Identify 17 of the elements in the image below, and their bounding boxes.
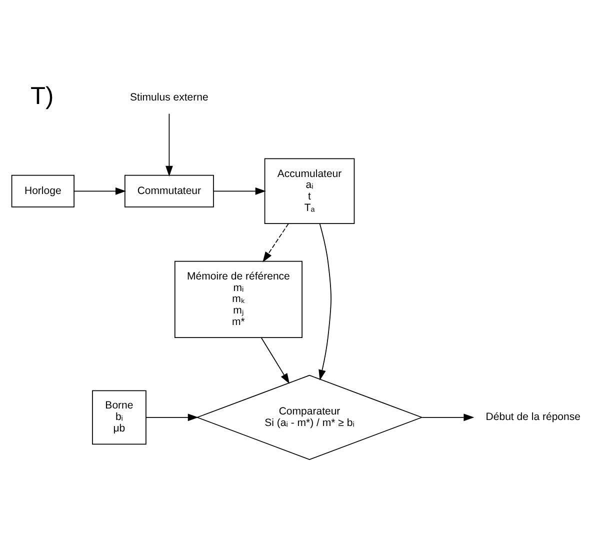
node-diamond: Comparateur Si (aᵢ - m*) / m* ≥ bᵢ: [196, 374, 424, 460]
arrow: [146, 413, 198, 421]
arrow: [422, 413, 474, 421]
arrow: [262, 222, 289, 262]
arrow: [166, 112, 173, 176]
node-box: Borne bᵢ μb: [92, 390, 146, 444]
label: T): [30, 82, 54, 110]
node-box: Horloge: [11, 174, 74, 207]
node-text: Début de la réponse: [486, 410, 580, 423]
arrow: [318, 222, 332, 380]
arrow: [74, 186, 126, 194]
node-box: Commutateur: [124, 174, 214, 207]
node-box: Accumulateur aᵢ t Tₐ: [264, 158, 355, 224]
node-box: Mémoire de référence mᵢ mₖ mⱼ m*: [174, 260, 302, 338]
node-text: Stimulus externe: [130, 90, 208, 103]
arrow: [260, 336, 290, 384]
arrow: [213, 186, 266, 194]
